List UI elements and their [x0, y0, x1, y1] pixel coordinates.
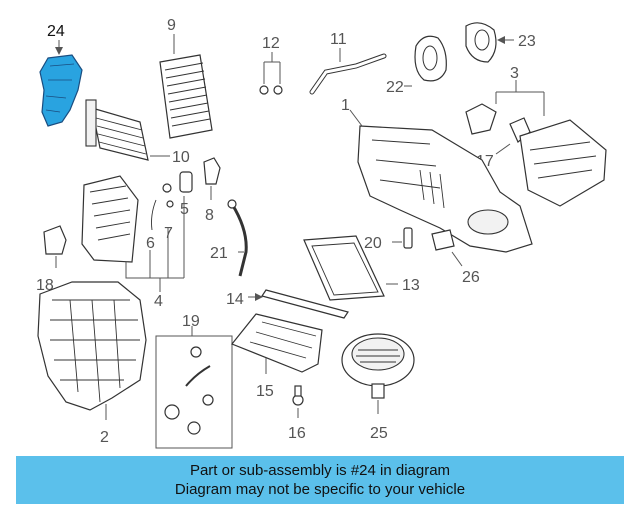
part-12-clips — [259, 85, 283, 95]
part-10-evaporator — [85, 99, 149, 161]
part-23-gasket — [465, 22, 497, 63]
part-22-gasket — [414, 35, 447, 82]
part-14-strip — [261, 289, 349, 319]
part-3-actuators — [465, 103, 497, 135]
banner-line-2: Diagram may not be specific to your vehi… — [174, 481, 466, 498]
callout-12: 12 — [262, 35, 280, 52]
callout-10: 10 — [172, 149, 190, 166]
callout-4: 4 — [154, 293, 163, 310]
callout-24: 24 — [47, 23, 65, 40]
callout-21: 21 — [210, 245, 228, 262]
part-21-drain-tube — [227, 199, 248, 277]
info-banner: Part or sub-assembly is #24 in diagram D… — [16, 456, 624, 504]
part-9-filter — [159, 54, 213, 139]
callout-6: 6 — [146, 235, 155, 252]
banner-line-1: Part or sub-assembly is #24 in diagram — [189, 462, 451, 479]
part-15-tray — [231, 313, 323, 373]
callout-18: 18 — [36, 277, 54, 294]
callout-22: 22 — [386, 79, 404, 96]
part-3-housing — [519, 119, 607, 207]
callout-8: 8 — [205, 207, 214, 224]
callout-1: 1 — [341, 97, 350, 114]
part-13-filter-frame — [303, 235, 385, 301]
callout-16: 16 — [288, 425, 306, 442]
callout-20: 20 — [364, 235, 382, 252]
part-18-bracket — [43, 225, 67, 255]
callout-3: 3 — [510, 65, 519, 82]
part-20-sensor — [403, 227, 413, 249]
callout-7: 7 — [164, 225, 173, 242]
callout-13: 13 — [402, 277, 420, 294]
part-2-lower-housing — [37, 281, 147, 411]
part-26-resistor — [431, 229, 455, 251]
callout-25: 25 — [370, 425, 388, 442]
part-4-heater-core — [81, 175, 139, 263]
callout-19: 19 — [182, 313, 200, 330]
callout-23: 23 — [518, 33, 536, 50]
callout-11: 11 — [330, 31, 347, 48]
callout-5: 5 — [180, 201, 189, 218]
callout-14: 14 — [226, 291, 244, 308]
part-6-7-seals — [151, 183, 174, 231]
part-16-clip — [292, 385, 304, 406]
part-24-air-duct[interactable] — [39, 54, 83, 127]
part-11-ac-line — [309, 53, 387, 95]
callout-26: 26 — [462, 269, 480, 286]
part-19-kit — [155, 335, 233, 449]
part-8-sensor — [203, 157, 221, 185]
callout-2: 2 — [100, 429, 109, 446]
part-5-sensor — [179, 171, 193, 193]
part-1-hvac-housing — [357, 125, 533, 253]
callout-9: 9 — [167, 17, 176, 34]
part-25-blower-motor — [341, 333, 415, 399]
callout-15: 15 — [256, 383, 274, 400]
